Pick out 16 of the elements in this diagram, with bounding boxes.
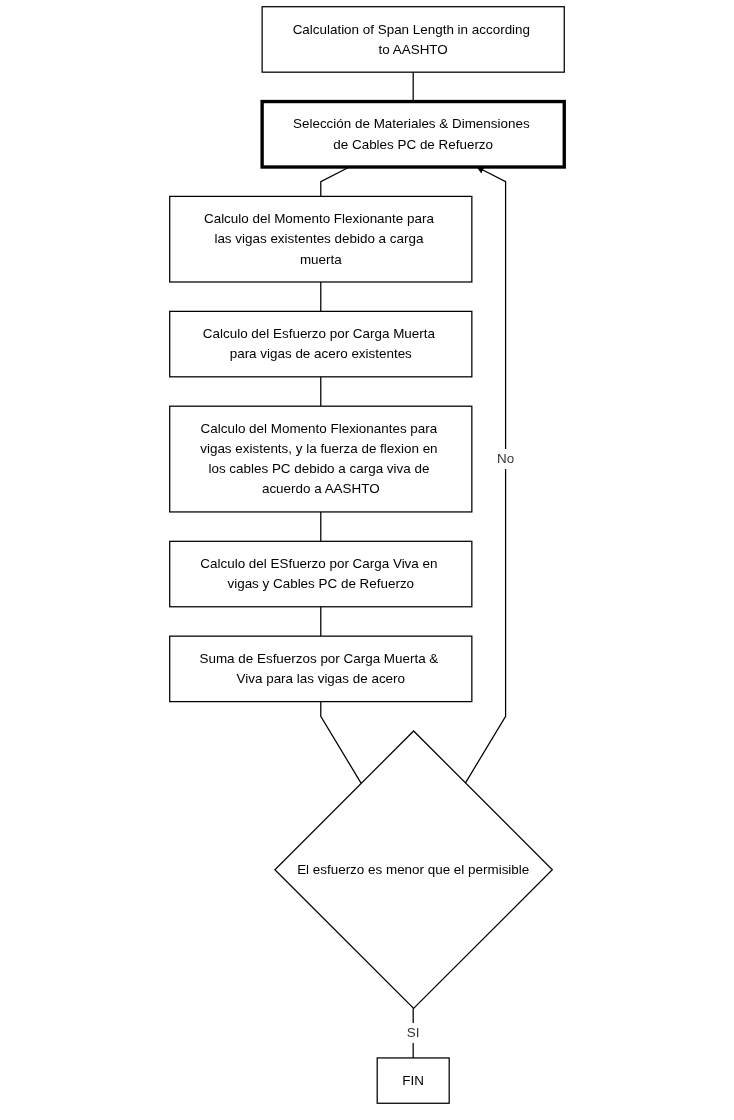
node-box: Calculo del ESfuerzo por Carga Viva en vigas y Cables PC de Refuerzo [169,540,473,608]
connector [320,701,362,784]
node-box: Selección de Materiales & Dimensiones de Cables PC de Refuerzo [260,99,566,169]
node-box: Suma de Esfuerzos por Carga Muerta & Viva para las vigas de acero [169,635,473,703]
node-diamond: El esfuerzo es menor que el permisible [274,730,554,1010]
connector [320,376,322,407]
node-box: FIN [376,1057,450,1104]
edge-label: No [497,451,515,466]
node-box: Calculation of Span Length in according to AASHTO [261,6,565,73]
node-box: Calculo del Momento Flexionante para las vigas existentes debido a carga muerta [169,195,473,283]
edge-label: SI [406,1025,420,1040]
connector [320,281,322,312]
connector [320,511,322,542]
node-box: Calculo del Momento Flexionantes para vigas existents, y la fuerza de flexion en los cables PC debido a carga viva de acuerdo a AASHTO [169,405,473,513]
node-box: Calculo del Esfuerzo por Carga Muerta para vigas de acero existentes [169,310,473,378]
connector [320,606,322,637]
